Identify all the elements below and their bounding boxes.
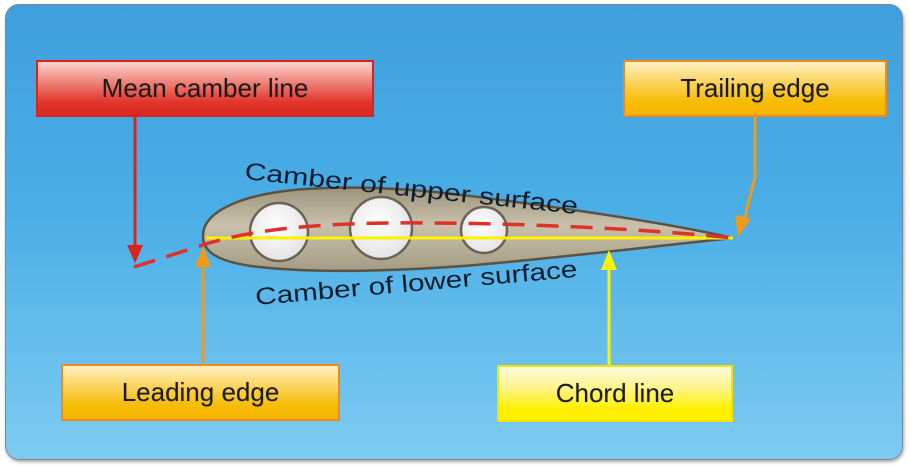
- lightening-hole: [348, 195, 414, 261]
- trailing-edge-arrowhead: [735, 215, 751, 237]
- mean-camber-line-label: Mean camber line: [36, 60, 374, 117]
- lightening-hole: [459, 205, 509, 255]
- trailing-edge-label: Trailing edge: [623, 60, 887, 117]
- trailing-edge-text: Trailing edge: [680, 73, 830, 103]
- diagram-panel: Camber of upper surface Camber of lower …: [5, 4, 903, 460]
- chord-line-label: Chord line: [497, 365, 733, 422]
- mean-camber-arrowhead: [127, 245, 143, 263]
- leading-edge-text: Leading edge: [121, 377, 280, 407]
- airfoil-diagram: Camber of upper surface Camber of lower …: [127, 113, 757, 365]
- leading-edge-label: Leading edge: [61, 364, 340, 421]
- mean-camber-line-text: Mean camber line: [101, 73, 309, 103]
- leading-edge-arrowhead: [195, 246, 211, 267]
- trailing-edge-pointer: [742, 113, 757, 222]
- mean-camber-line: [133, 221, 734, 269]
- chord-line-arrowhead: [601, 250, 617, 270]
- chord-line-text: Chord line: [555, 378, 675, 408]
- lightening-hole: [248, 201, 310, 263]
